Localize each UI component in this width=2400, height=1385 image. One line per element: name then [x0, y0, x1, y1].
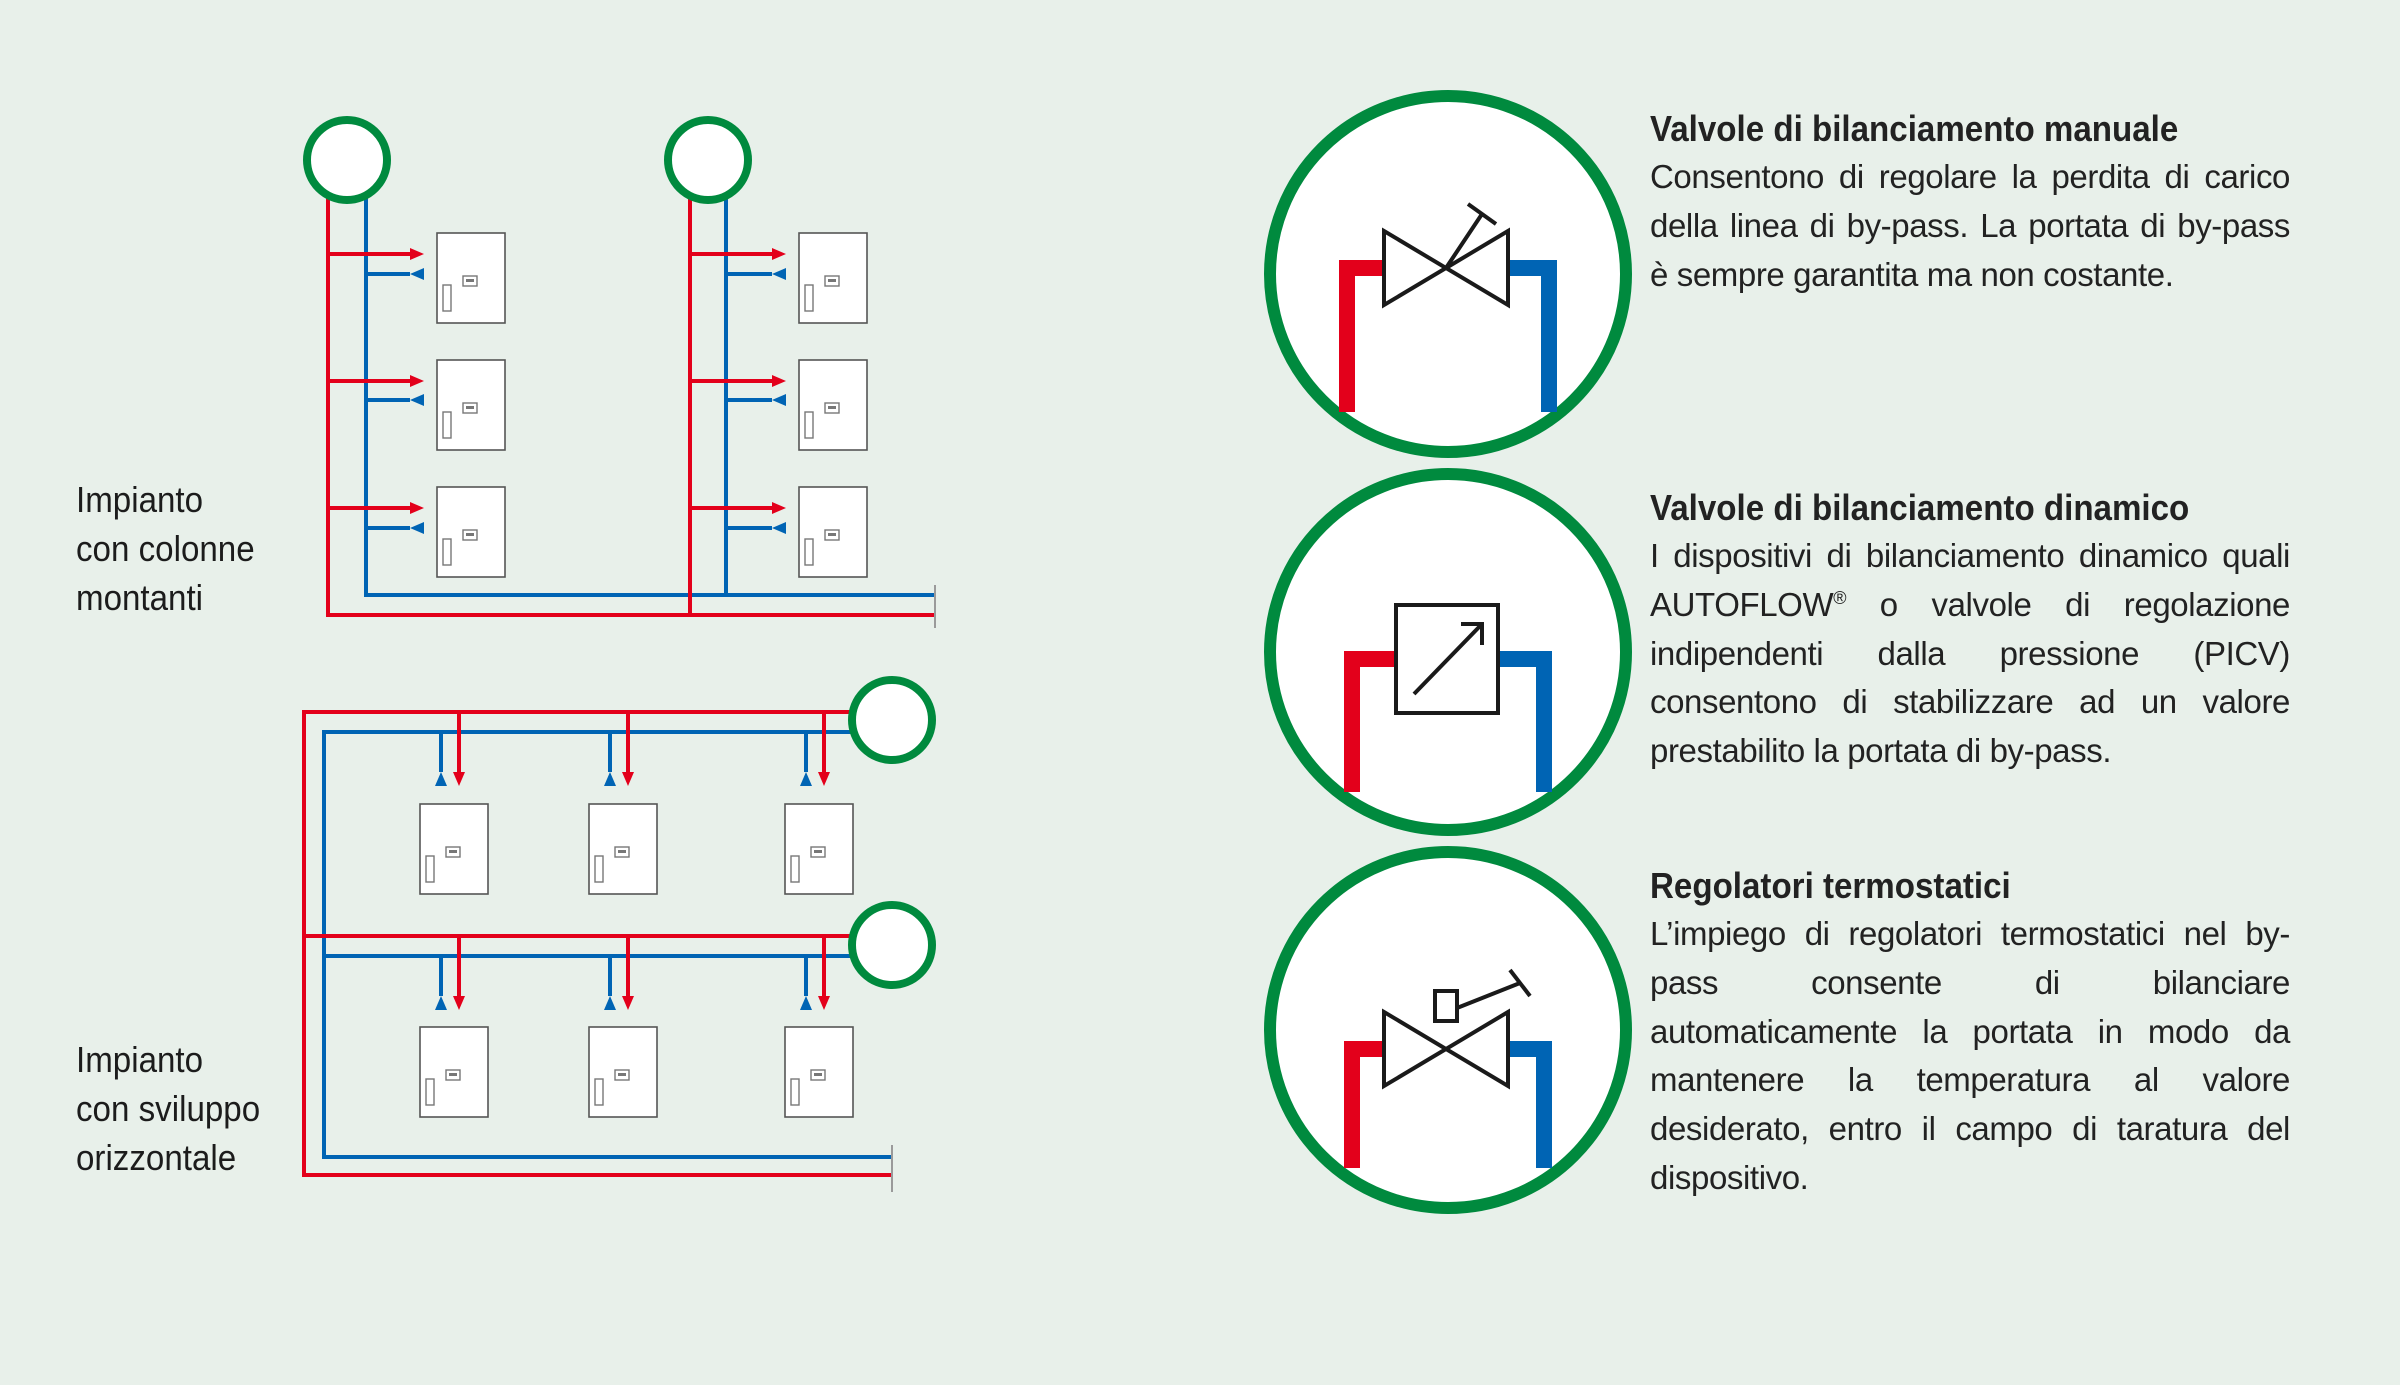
section-text: L’impiego di regolatori termostatici nel…	[1650, 915, 2290, 1196]
thermostatic-regulator-description: Regolatori termostatici L’impiego di reg…	[1650, 862, 2290, 1203]
horizontal-system-label: Impianto con sviluppo orizzontale	[76, 1035, 260, 1182]
section-title: Regolatori termostatici	[1650, 865, 2011, 906]
dynamic-valve-description: Valvole di bilanciamento dinamico I disp…	[1650, 484, 2290, 776]
registered-mark: ®	[1833, 587, 1847, 608]
riser-2-branches	[690, 252, 772, 530]
pump-icon	[303, 116, 391, 204]
terminal-units-top	[436, 232, 868, 578]
label-line: con sviluppo	[76, 1088, 261, 1129]
vertical-system-label: Impianto con colonne montanti	[76, 475, 255, 622]
section-text: I dispositivi di bilanciamento dinamico …	[1650, 537, 2290, 770]
hot-return-line	[302, 710, 892, 1177]
cold-return-line	[322, 730, 892, 1159]
pump-circles-bottom	[848, 676, 936, 989]
terminal-units-bottom	[419, 803, 854, 1118]
section-title: Valvole di bilanciamento dinamico	[1650, 487, 2190, 528]
label-line: con colonne	[76, 528, 255, 569]
hot-main-line	[326, 197, 935, 617]
pump-icon	[848, 901, 936, 989]
floor-1-drops	[439, 712, 826, 772]
manual-valve-description: Valvole di bilanciamento manuale Consent…	[1650, 105, 2290, 299]
pump-icon	[664, 116, 752, 204]
flow-arrows-top	[410, 248, 786, 534]
section-title: Valvole di bilanciamento manuale	[1650, 108, 2179, 149]
vertical-risers-system	[326, 197, 936, 628]
pump-circles-top	[303, 116, 752, 204]
horizontal-distribution-system	[302, 710, 893, 1192]
label-line: Impianto	[76, 1039, 204, 1080]
label-line: montanti	[76, 577, 204, 618]
manual-balancing-valve-icon	[1264, 90, 1632, 458]
dynamic-balancing-valve-icon	[1264, 468, 1632, 836]
cold-main-line	[364, 197, 935, 597]
label-line: orizzontale	[76, 1137, 237, 1178]
flow-arrows-bottom	[435, 772, 830, 1010]
pump-icon	[848, 676, 936, 764]
section-text: Consentono di regolare la perdita di car…	[1650, 158, 2290, 293]
thermostatic-regulator-icon	[1264, 846, 1632, 1214]
floor-2-drops	[439, 936, 826, 996]
riser-1-branches	[328, 252, 410, 530]
label-line: Impianto	[76, 479, 204, 520]
